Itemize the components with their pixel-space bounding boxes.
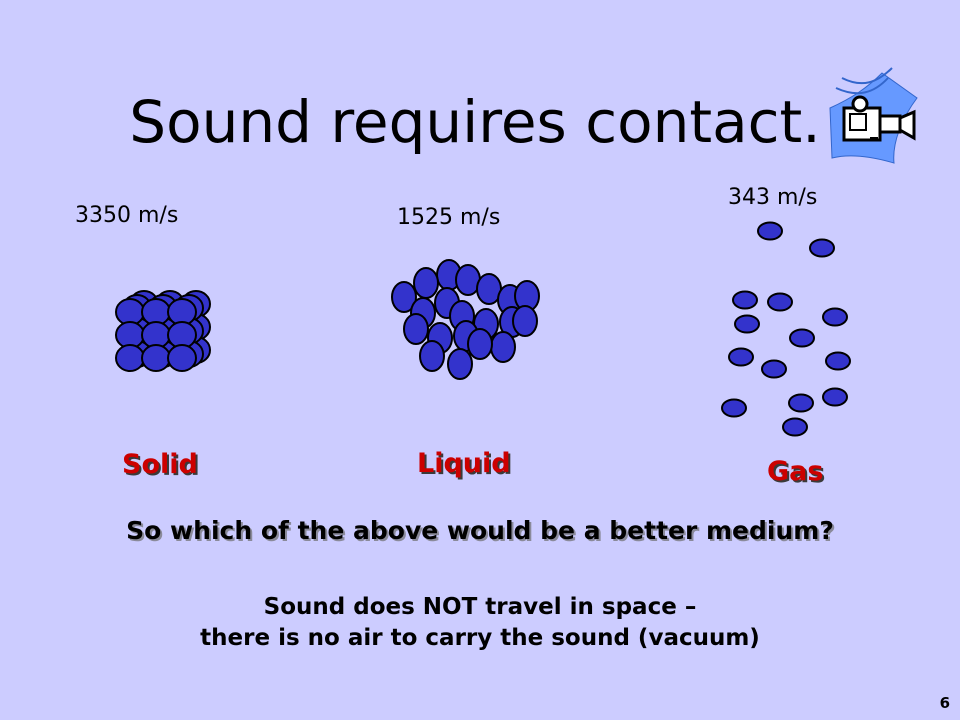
- solid-particle: [141, 344, 171, 372]
- gas-label: Gas: [767, 456, 824, 487]
- gas-particle: [734, 314, 760, 334]
- gas-particle: [757, 221, 783, 241]
- liquid-particle: [447, 348, 473, 380]
- solid-speed: 3350 m/s: [75, 203, 179, 228]
- gas-particle: [728, 347, 754, 367]
- gas-particle: [732, 290, 758, 310]
- vacuum-note: Sound does NOT travel in space – there i…: [0, 592, 960, 654]
- note-line-2: there is no air to carry the sound (vacu…: [200, 625, 760, 651]
- solid-particle: [115, 344, 145, 372]
- slide-title: Sound requires contact.: [129, 88, 821, 156]
- solid-label: Solid: [122, 449, 198, 480]
- gas-speed: 343 m/s: [728, 185, 818, 210]
- gas-particle: [782, 417, 808, 437]
- gas-particle: [825, 351, 851, 371]
- gas-particle: [761, 359, 787, 379]
- liquid-label: Liquid: [417, 448, 511, 479]
- question-text: So which of the above would be a better …: [126, 516, 834, 545]
- liquid-particle: [490, 331, 516, 363]
- gas-particle: [822, 307, 848, 327]
- gas-particle: [822, 387, 848, 407]
- gas-particle: [767, 292, 793, 312]
- liquid-particle: [512, 305, 538, 337]
- liquid-speed: 1525 m/s: [397, 205, 501, 230]
- solid-particle: [167, 344, 197, 372]
- liquid-particle: [467, 328, 493, 360]
- gas-particle: [809, 238, 835, 258]
- liquid-particle: [403, 313, 429, 345]
- page-number: 6: [939, 694, 950, 712]
- gas-particle: [789, 328, 815, 348]
- note-line-1: Sound does NOT travel in space –: [263, 594, 697, 620]
- liquid-particle: [419, 340, 445, 372]
- liquid-particle: [391, 281, 417, 313]
- liquid-particle: [413, 267, 439, 299]
- gas-particle: [788, 393, 814, 413]
- gas-particle: [721, 398, 747, 418]
